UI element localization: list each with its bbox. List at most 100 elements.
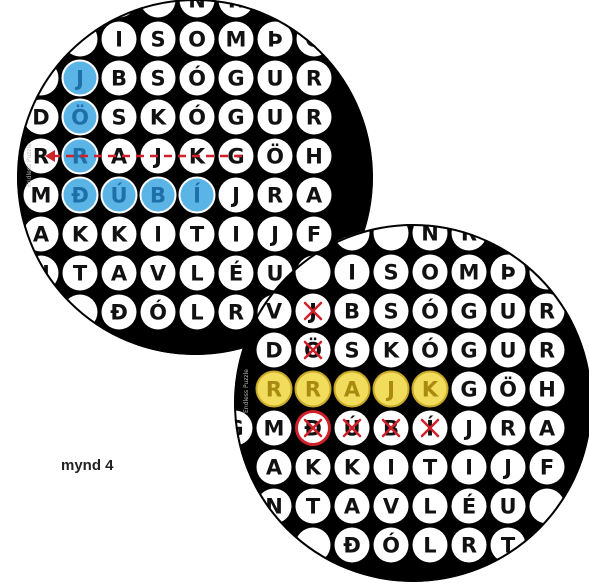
highlighted-letter-tile: J: [61, 59, 99, 97]
highlighted-letter-tile: B: [139, 176, 177, 214]
tile-letter: Ö: [71, 105, 89, 130]
letter-tile: J: [218, 177, 254, 213]
tile-letter: B: [150, 184, 166, 208]
letter-tile: A: [529, 410, 565, 446]
highlighted-letter-tile: J: [372, 370, 410, 408]
tile-letter: L: [190, 301, 203, 325]
letter-tile: Ó: [412, 293, 448, 329]
letter-tile: A: [101, 255, 137, 291]
letter-tile: J: [295, 293, 331, 329]
letter-tile: [568, 224, 589, 251]
letter-tile: O: [179, 21, 215, 57]
letter-tile: V: [140, 255, 176, 291]
tile-letter: T: [190, 223, 205, 247]
letter-tile: [296, 0, 332, 18]
letter-tile: J: [490, 449, 526, 485]
letter-tile: S: [334, 332, 370, 368]
highlighted-letter-tile: R: [294, 370, 332, 408]
letter-tile: I: [451, 449, 487, 485]
tile-letter: R: [306, 67, 322, 91]
letter-tile: S: [373, 293, 409, 329]
tile-letter: A: [111, 262, 128, 286]
tile-letter: Ö: [266, 144, 284, 169]
letter-tile: É: [218, 255, 254, 291]
letter-tile: S: [140, 60, 176, 96]
tile-letter: V: [383, 495, 400, 519]
tile-letter: S: [383, 300, 398, 324]
tile-letter: M: [459, 261, 480, 285]
tile-letter: J: [385, 378, 395, 402]
tile-letter: K: [150, 106, 167, 130]
tile-letter: O: [188, 28, 206, 52]
letter-tile: M: [218, 21, 254, 57]
letter-tile: Ó: [373, 527, 409, 563]
highlighted-letter-tile: K: [411, 370, 449, 408]
letter-tile: I: [101, 21, 137, 57]
tile-letter: Ö: [499, 377, 517, 402]
logo-text: Endless Puzzle: [243, 369, 250, 413]
tile-letter: R: [267, 184, 283, 208]
letter-tile: U: [490, 293, 526, 329]
tile-letter: V: [150, 262, 167, 286]
tile-letter: B: [111, 67, 127, 91]
circled-mark: [295, 410, 331, 446]
tile-letter: I: [465, 456, 473, 480]
letter-tile: K: [295, 449, 331, 485]
tile-letter: R: [539, 339, 555, 363]
letter-tile: R: [490, 410, 526, 446]
letter-tile: M: [451, 254, 487, 290]
letter-tile: Í: [412, 410, 448, 446]
tile-letter: G: [460, 378, 477, 402]
tile-letter: I: [154, 223, 162, 247]
tile-letter: D: [32, 106, 49, 130]
letter-tile: T: [62, 255, 98, 291]
tile-letter: G: [0, 184, 11, 208]
highlighted-letter-tile: Í: [178, 176, 216, 214]
tile-letter: K: [305, 456, 322, 480]
letter-tile: A: [296, 177, 332, 213]
tile-letter: G: [460, 339, 477, 363]
tile-letter: Ð: [110, 301, 128, 325]
letter-tile: K: [101, 216, 137, 252]
tile-letter: A: [344, 495, 361, 519]
tile-letter: M: [264, 417, 285, 441]
letter-tile: B: [101, 60, 137, 96]
tile-letter: G: [227, 67, 244, 91]
cross-mark: [303, 301, 323, 321]
letter-tile: N: [412, 224, 448, 251]
cross-mark: [342, 418, 362, 438]
letter-tile: Ó: [140, 294, 176, 330]
tile-letter: T: [306, 495, 321, 519]
tile-letter: K: [422, 378, 439, 402]
tile-letter: U: [266, 67, 283, 91]
tile-letter: K: [72, 223, 89, 247]
tile-letter: Ó: [188, 105, 206, 130]
letter-tile: U: [490, 488, 526, 524]
tile-letter: J: [463, 417, 473, 441]
letter-tile: [373, 224, 409, 251]
letter-tile: H: [529, 371, 565, 407]
tile-letter: K: [344, 456, 361, 480]
top-zoom-panel: NRISOMÞOVJBSÓGURDÖSKÓGURRRAJKGÖHGMÐÚBÍJR…: [0, 0, 373, 355]
letter-tile: I: [334, 254, 370, 290]
letter-tile: R: [296, 99, 332, 135]
letter-tile: R: [296, 60, 332, 96]
letter-tile: A: [101, 138, 137, 174]
letter-tile: K: [373, 332, 409, 368]
letter-tile: I: [218, 216, 254, 252]
tile-letter: R: [539, 300, 555, 324]
letter-tile: J: [257, 216, 293, 252]
tile-letter: M: [226, 28, 247, 52]
tile-letter: J: [269, 223, 279, 247]
letter-tile: T: [412, 449, 448, 485]
letter-tile: K: [140, 99, 176, 135]
tile-letter: Þ: [500, 261, 516, 285]
letter-tile: B: [334, 293, 370, 329]
letter-tile: T: [295, 488, 331, 524]
letter-tile: R: [529, 332, 565, 368]
cross-mark: [303, 340, 323, 360]
letter-tile: I: [140, 216, 176, 252]
tile-letter: T: [423, 456, 438, 480]
letter-tile: É: [451, 488, 487, 524]
tile-letter: Ó: [188, 66, 206, 91]
